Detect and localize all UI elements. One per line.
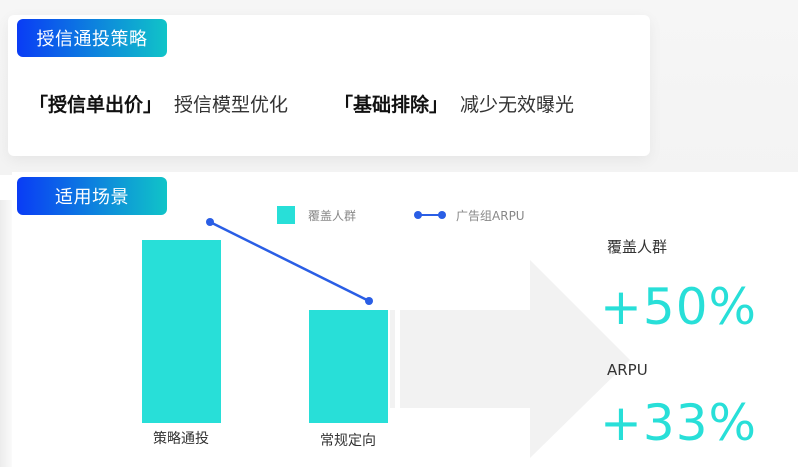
bar-regular <box>309 310 388 423</box>
arrow-stripe <box>390 310 395 408</box>
strategy-key: 「授信单出价」 <box>29 94 163 116</box>
line-point <box>365 297 373 305</box>
stat-value-coverage: +50% <box>600 278 758 336</box>
category-label: 策略通投 <box>153 431 209 447</box>
strategy-key: 「基础排除」 <box>334 94 449 116</box>
stat-label-arpu: ARPU <box>607 361 648 379</box>
strategy-item-bid: 「授信单出价」 授信模型优化 <box>29 90 288 117</box>
legend-bar-label: 覆盖人群 <box>308 208 357 223</box>
bar-strategy <box>142 240 221 423</box>
stat-value-arpu: +33% <box>600 394 758 452</box>
legend-line-icon <box>414 210 447 220</box>
legend-bar-swatch-icon <box>277 206 295 224</box>
background-left-shade <box>0 200 12 467</box>
strategy-desc: 授信模型优化 <box>174 94 289 116</box>
stat-label-coverage: 覆盖人群 <box>607 238 668 256</box>
strategy-badge: 授信通投策略 <box>17 19 167 57</box>
strategy-desc: 减少无效曝光 <box>460 94 575 116</box>
line-point <box>206 218 214 226</box>
strategy-row: 「授信单出价」 授信模型优化 「基础排除」 减少无效曝光 <box>29 90 574 117</box>
category-label: 常规定向 <box>320 433 376 449</box>
legend-line-label: 广告组ARPU <box>456 208 525 223</box>
strategy-item-exclude: 「基础排除」 减少无效曝光 <box>334 90 574 117</box>
chart-legend: 覆盖人群 广告组ARPU <box>277 206 525 224</box>
scenario-badge: 适用场景 <box>17 177 167 215</box>
arrow-icon <box>400 260 630 458</box>
